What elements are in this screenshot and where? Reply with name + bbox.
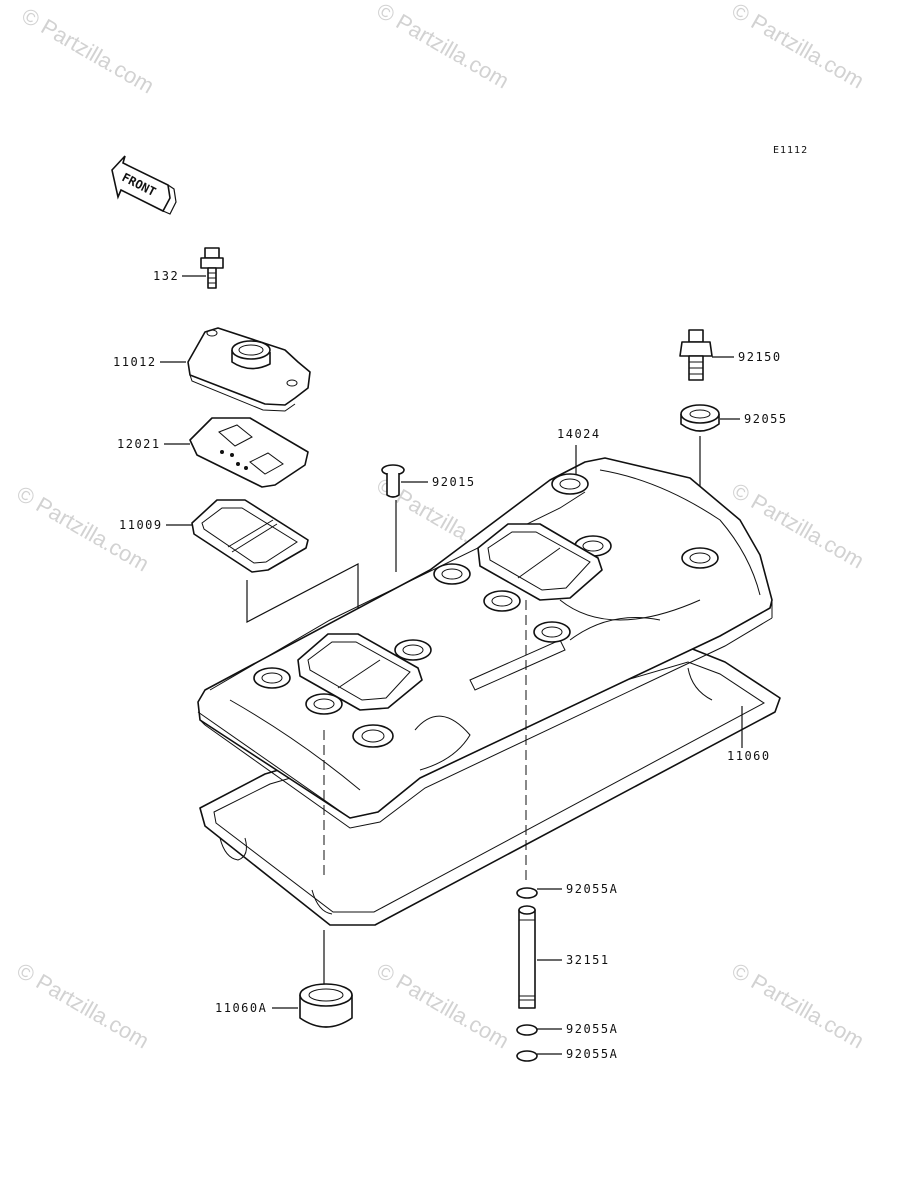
o-ring-92055A xyxy=(516,1050,538,1062)
front-arrow-icon: FRONT xyxy=(111,155,177,215)
watermark: © Partzilla.com xyxy=(18,3,159,99)
bolt-132 xyxy=(200,247,224,289)
watermark: © Partzilla.com xyxy=(373,958,514,1054)
callout-11009: 11009 xyxy=(119,518,163,532)
o-ring-92055A xyxy=(516,887,538,899)
callout-leaders xyxy=(160,275,743,1055)
diagram-code: E1112 xyxy=(773,145,808,156)
watermark: © Partzilla.com xyxy=(728,0,869,93)
pipe-32151 xyxy=(518,905,536,1009)
callout-11060A: 11060A xyxy=(215,1001,267,1015)
callout-92015: 92015 xyxy=(432,475,476,489)
cap-cover-11012 xyxy=(187,327,311,412)
o-ring-92055A xyxy=(516,1024,538,1036)
callout-11012: 11012 xyxy=(113,355,157,369)
grommet-92015 xyxy=(381,464,405,572)
callout-132: 132 xyxy=(153,269,179,283)
watermark: © Partzilla.com xyxy=(13,958,154,1054)
valve-cover-14024 xyxy=(197,457,773,829)
seal-11060A xyxy=(299,983,353,1028)
callout-92055A: 92055A xyxy=(566,882,618,896)
bolt-92150 xyxy=(679,329,713,381)
callout-32151: 32151 xyxy=(566,953,610,967)
callout-92055A: 92055A xyxy=(566,1022,618,1036)
callout-92055A: 92055A xyxy=(566,1047,618,1061)
watermark: © Partzilla.com xyxy=(373,0,514,93)
callout-11060: 11060 xyxy=(727,749,771,763)
gasket-11009 xyxy=(191,499,309,573)
callout-14024: 14024 xyxy=(557,427,601,441)
plate-12021 xyxy=(189,417,309,488)
callout-12021: 12021 xyxy=(117,437,161,451)
callout-92150: 92150 xyxy=(738,350,782,364)
callout-92055: 92055 xyxy=(744,412,788,426)
watermark: © Partzilla.com xyxy=(728,958,869,1054)
